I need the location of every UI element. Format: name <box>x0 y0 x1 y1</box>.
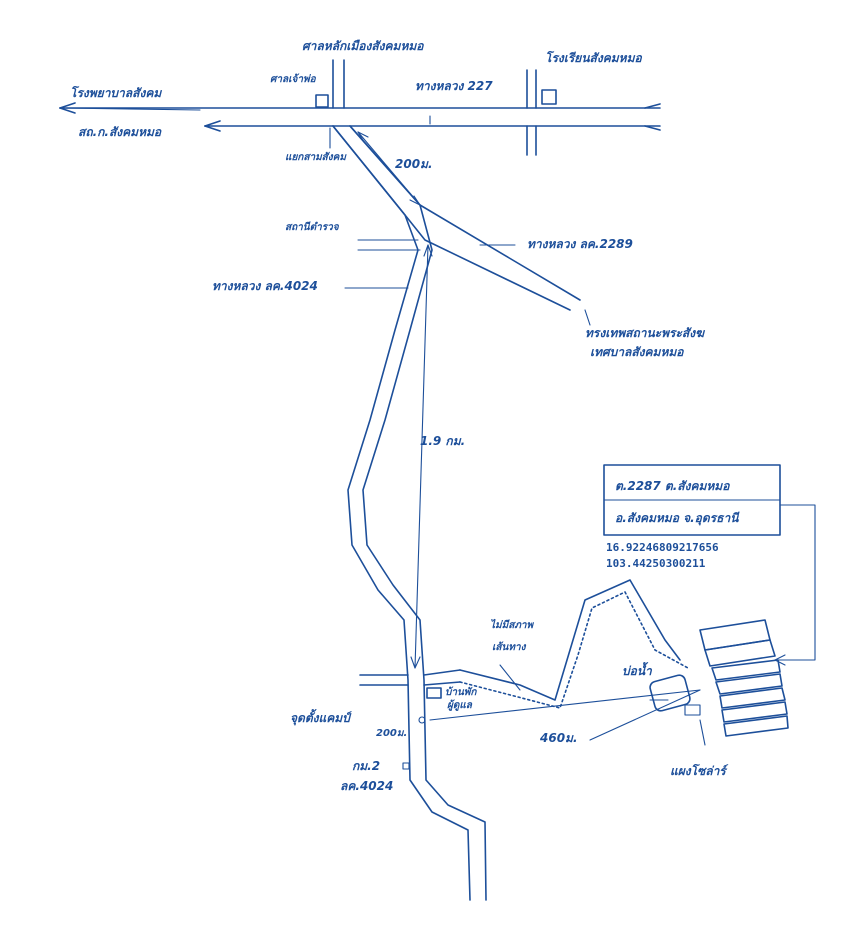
crossroad-bottom <box>359 669 461 686</box>
info-lon: 103.44250300211 <box>606 557 706 570</box>
dirt-road <box>459 579 689 709</box>
label-school: โรงเรียนสังคมหมอ <box>545 50 642 65</box>
label-road-4024: ทางหลวง ลค.4024 <box>212 279 318 293</box>
label-checkpoint: จุดตั้งแคมป์ <box>290 709 352 726</box>
school-marker <box>541 89 557 105</box>
label-highway-227: ทางหลวง 227 <box>415 79 493 93</box>
label-dist-200-top: 200ม. <box>395 157 433 171</box>
label-solar-field: แผงโซล่าร์ <box>670 763 729 778</box>
label-road-2289: ทางหลวง ลค.2289 <box>527 237 633 251</box>
highway-227-road <box>59 102 661 132</box>
label-temple-line2: เทศบาลสังคมหมอ <box>590 345 684 359</box>
label-to-district: สถ.ก.สังคมหมอ <box>78 125 162 139</box>
distance-arrow-200-top <box>357 131 421 206</box>
water-pond-shape <box>649 674 691 712</box>
label-shrine: ศาลเจ้าพ่อ <box>270 73 317 85</box>
label-intersection: แยกสามสังคม <box>285 151 347 163</box>
label-house-2: ผู้ดูแล <box>447 699 473 711</box>
info-lat: 16.92246809217656 <box>606 541 719 554</box>
label-hospital: โรงพยาบาลสังคม <box>70 85 162 100</box>
side-road-school <box>526 69 537 156</box>
label-road-4024-bottom: ลค.4024 <box>340 779 393 793</box>
info-line2: อ.สังคมหมอ จ.อุดรธานี <box>615 511 740 526</box>
road-2289 <box>332 125 581 311</box>
label-dirt-road-2: เส้นทาง <box>492 641 527 653</box>
pointer-lines <box>59 107 706 746</box>
house-marker <box>426 687 442 699</box>
info-line1: ต.2287 ต.สังคมหมอ <box>615 479 730 493</box>
label-dist-19km: 1.9 กม. <box>420 434 465 448</box>
label-house-1: บ้านพัก <box>445 686 477 698</box>
shrine-marker <box>315 94 329 108</box>
label-water-pond: บ่อน้ำ <box>622 662 653 678</box>
label-km-marker: กม.2 <box>352 759 380 773</box>
label-dirt-road-1: ไม่มีสภาพ <box>490 618 535 631</box>
label-dist-460: 460ม. <box>539 731 578 745</box>
road-4024 <box>332 125 487 901</box>
km-marker-box <box>402 762 410 770</box>
label-dist-200-bottom: 200ม. <box>376 728 407 739</box>
info-connector <box>774 504 816 666</box>
label-district-office: ศาลหลักเมืองสังคมหมอ <box>302 39 424 53</box>
label-police: สถานีตำรวจ <box>285 221 340 233</box>
side-road-police <box>357 239 421 251</box>
side-road-office <box>332 59 345 109</box>
distance-arrow-460 <box>429 689 701 741</box>
solar-field-shape <box>699 619 789 737</box>
distance-arrow-19km <box>410 244 433 669</box>
info-box <box>603 464 781 536</box>
checkpoint-marker <box>418 716 426 724</box>
label-temple-line1: ทรงเทพสถานะพระสังฆ <box>585 326 705 340</box>
